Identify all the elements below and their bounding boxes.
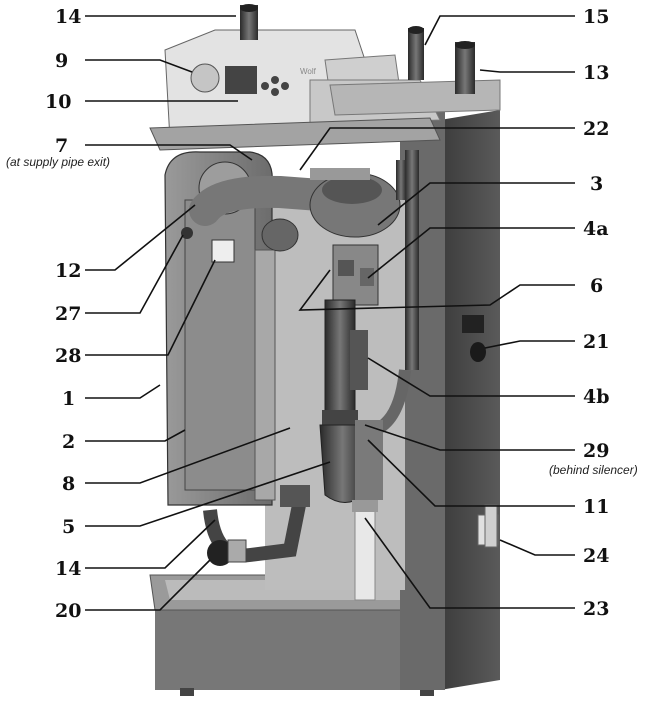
leader-23 [364, 517, 575, 609]
leader-15 [424, 15, 575, 46]
label-20: 20 [55, 600, 81, 622]
leader-4a [367, 227, 575, 279]
leader-1 [85, 384, 161, 399]
side-fitting [477, 504, 499, 548]
leader-20 [85, 559, 211, 611]
leader-5 [85, 461, 331, 527]
leader-28 [85, 259, 216, 356]
leader-24 [499, 539, 575, 556]
leader-6 [298, 269, 575, 311]
label-3: 3 [590, 173, 603, 195]
leader-8 [85, 427, 291, 484]
leader-9 [85, 59, 193, 73]
blower-assembly [189, 168, 401, 252]
top-pipes [240, 4, 475, 94]
label-7: 7 [55, 135, 68, 157]
leader-27 [85, 234, 184, 314]
leader-3 [377, 182, 575, 226]
callout-labels: 14 9 10 7 (at supply pipe exit) 12 27 28… [6, 6, 638, 622]
label-15: 15 [583, 6, 609, 28]
label-4a: 4a [583, 218, 609, 240]
label-9: 9 [55, 50, 68, 72]
label-27: 27 [55, 303, 81, 325]
label-22: 22 [583, 118, 609, 140]
label-11: 11 [583, 496, 609, 518]
label-2: 2 [62, 431, 75, 453]
leader-13 [479, 69, 575, 73]
label-4b: 4b [583, 386, 610, 408]
leader-29 [364, 424, 575, 451]
gas-valve [332, 244, 379, 306]
label-7-note: (at supply pipe exit) [6, 155, 110, 169]
leader-lines [85, 15, 575, 611]
label-6: 6 [590, 275, 603, 297]
label-29: 29 [583, 440, 609, 462]
label-8: 8 [62, 473, 75, 495]
label-10: 10 [45, 91, 71, 113]
leader-4b [367, 357, 575, 397]
exhaust-silencer [319, 299, 383, 503]
leader-7 [85, 144, 253, 161]
label-12: 12 [55, 260, 81, 282]
brand-logo: Wolf [300, 67, 317, 76]
control-unit: Wolf [149, 29, 501, 151]
label-24: 24 [583, 545, 609, 567]
label-23: 23 [583, 598, 609, 620]
label-14-bottom: 14 [55, 558, 81, 580]
label-13: 13 [583, 62, 609, 84]
leader-21 [484, 340, 575, 349]
leader-12 [85, 204, 196, 271]
label-5: 5 [62, 516, 75, 538]
label-14-top: 14 [55, 6, 81, 28]
leader-22 [299, 127, 575, 171]
label-1: 1 [62, 388, 75, 410]
label-21: 21 [583, 331, 609, 353]
label-28: 28 [55, 345, 81, 367]
label-29-note: (behind silencer) [549, 463, 638, 477]
leader-14-bottom [85, 519, 216, 569]
leader-11 [367, 439, 575, 507]
leader-2 [85, 429, 186, 442]
